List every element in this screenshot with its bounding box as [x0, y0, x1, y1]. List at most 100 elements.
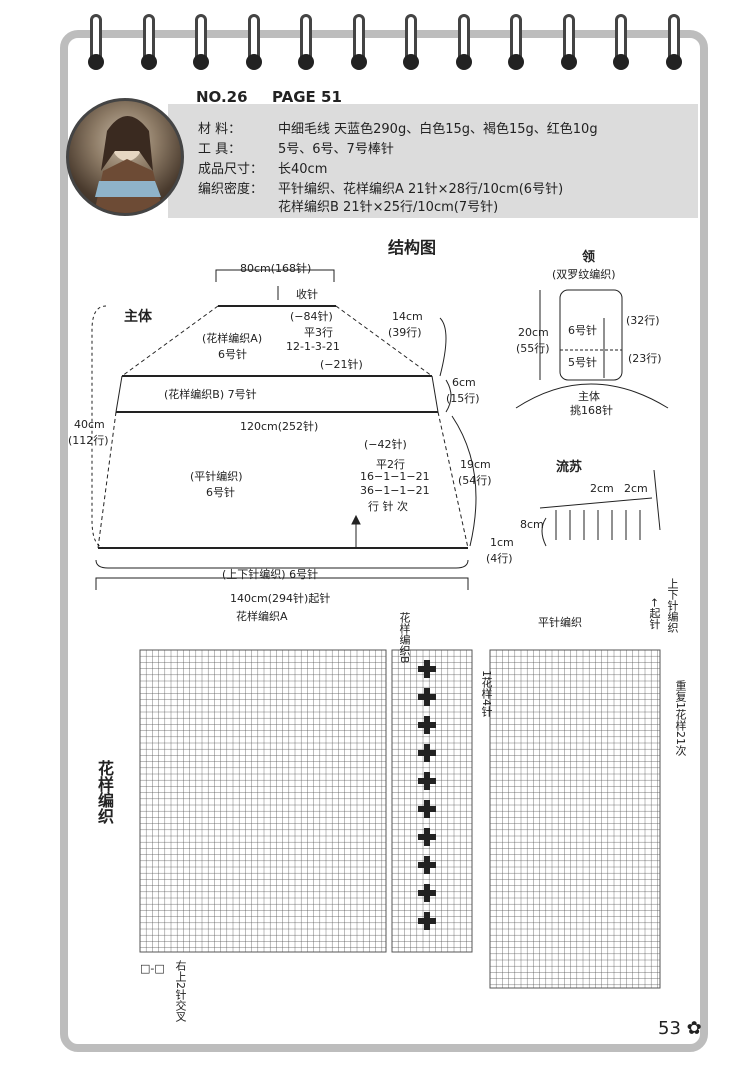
dark-stitch-cell — [424, 912, 430, 918]
chart-plain-label: 平针编织 — [538, 616, 582, 629]
dark-stitch-cell — [430, 666, 436, 672]
dark-stitch-cell — [430, 890, 436, 896]
dark-stitch-cell — [418, 750, 424, 756]
dark-stitch-cell — [418, 694, 424, 700]
row-needle-times-label: 行 针 次 — [368, 500, 408, 513]
pattern-number: NO.26 — [196, 88, 248, 106]
chart-repeat-21-label: 重复1花样21次 — [674, 680, 687, 756]
binding-hole-icon — [508, 54, 524, 70]
info-value: 5号、6号、7号棒针 — [278, 142, 394, 157]
chart-legend-symbol: □-□ — [140, 962, 165, 975]
seq-36-label: 36−1−1−21 — [360, 484, 430, 497]
collar-h55: (55行) — [516, 342, 550, 355]
a-minus84-label: (−84针) — [290, 310, 333, 323]
chart-cast-on-label: ←起针 — [648, 598, 661, 630]
h54-label: (54行) — [458, 474, 492, 487]
dark-stitch-cell — [424, 806, 430, 812]
collar-needle6: 6号针 — [568, 324, 597, 337]
page-number: 53 ✿ — [658, 1018, 702, 1039]
pattern-a-label: (花样编织A) — [202, 332, 263, 345]
dark-stitch-cell — [424, 862, 430, 868]
h15-label: (15行) — [446, 392, 480, 405]
top-width-label: 80cm(168针) — [240, 262, 312, 275]
binding-hole-icon — [613, 54, 629, 70]
chart-section-title: 花样编织 — [95, 760, 114, 824]
dark-stitch-cell — [424, 800, 430, 806]
dark-stitch-cell — [418, 862, 424, 868]
dark-stitch-cell — [424, 918, 430, 924]
info-key: 成品尺寸： — [198, 162, 264, 177]
flower-icon: ✿ — [686, 1018, 702, 1039]
dark-stitch-cell — [430, 862, 436, 868]
binding-hole-icon — [298, 54, 314, 70]
dark-stitch-cell — [424, 840, 430, 846]
chart-pattern-a-label: 花样编织A — [236, 610, 288, 623]
info-value: 花样编织B 21针×25行/10cm(7号针) — [278, 200, 499, 215]
plain-label: (平针编织) — [190, 470, 243, 483]
fringe-w2b: 2cm — [624, 482, 648, 495]
dark-stitch-cell — [424, 896, 430, 902]
dark-stitch-cell — [424, 728, 430, 734]
dark-stitch-cell — [424, 890, 430, 896]
dark-stitch-cell — [424, 856, 430, 862]
flat2-label: 平2行 — [376, 458, 405, 471]
info-tools: 工 具： 5号、6号、7号棒针 — [198, 138, 394, 157]
dark-stitch-cell — [424, 772, 430, 778]
page-number-text: 53 — [658, 1018, 681, 1039]
dark-stitch-cell — [418, 778, 424, 784]
info-key: 工 具： — [198, 142, 242, 157]
rib-label: (上下针编织) 6号针 — [222, 568, 319, 581]
binding-hole-icon — [193, 54, 209, 70]
dark-stitch-cell — [418, 918, 424, 924]
dark-stitch-cell — [430, 918, 436, 924]
dark-stitch-cell — [418, 722, 424, 728]
dark-stitch-cell — [418, 806, 424, 812]
seq-16-label: 16−1−1−21 — [360, 470, 430, 483]
needle6a-label: 6号针 — [218, 348, 247, 361]
dark-stitch-cell — [430, 750, 436, 756]
info-materials: 材 料： 中细毛线 天蓝色290g、白色15g、褐色15g、红色10g — [198, 118, 598, 137]
page-frame — [60, 30, 708, 1052]
h19cm-label: 19cm — [460, 458, 491, 471]
dark-stitch-cell — [424, 700, 430, 706]
binding-hole-icon — [403, 54, 419, 70]
binding-hole-icon — [560, 54, 577, 70]
dark-stitch-cell — [424, 666, 430, 672]
h4-label: (4行) — [486, 552, 513, 565]
dark-stitch-cell — [424, 868, 430, 874]
structure-title: 结构图 — [388, 238, 437, 257]
decrease-label: 收针 — [296, 288, 318, 301]
info-value: 平针编织、花样编织A 21针×28行/10cm(6号针) — [278, 182, 564, 197]
collar-r32: (32行) — [626, 314, 660, 327]
dark-stitch-cell — [424, 778, 430, 784]
dark-stitch-cell — [418, 666, 424, 672]
dark-stitch-cell — [424, 744, 430, 750]
dark-stitch-cell — [424, 688, 430, 694]
dark-stitch-cell — [424, 722, 430, 728]
stitch-chart-grid — [139, 649, 661, 989]
dark-stitch-cell — [424, 716, 430, 722]
needle6b-label: 6号针 — [206, 486, 235, 499]
h6cm-label: 6cm — [452, 376, 476, 389]
dark-stitch-cell — [424, 784, 430, 790]
info-key: 编织密度： — [198, 182, 264, 197]
info-value: 中细毛线 天蓝色290g、白色15g、褐色15g、红色10g — [278, 122, 598, 137]
w140-label: 140cm(294针)起针 — [230, 592, 331, 605]
collar-needle5: 5号针 — [568, 356, 597, 369]
dark-stitch-cell — [430, 778, 436, 784]
binding-hole-icon — [88, 54, 104, 70]
info-size: 成品尺寸：长40cm — [198, 158, 327, 177]
page-reference: PAGE 51 — [272, 88, 342, 106]
dark-stitch-cell — [418, 890, 424, 896]
info-key: 材 料： — [198, 122, 242, 137]
w120-label: 120cm(252针) — [240, 420, 319, 433]
dark-stitch-cell — [424, 884, 430, 890]
main-body-label: 主体 — [124, 309, 152, 325]
binding-hole-icon — [140, 54, 157, 70]
collar-title: 领 — [582, 250, 596, 265]
dark-stitch-cell — [424, 834, 430, 840]
dark-stitch-cell — [424, 672, 430, 678]
binding-hole-icon — [455, 54, 472, 70]
info-gauge: 编织密度： 平针编织、花样编织A 21针×28行/10cm(6号针) — [198, 178, 563, 197]
collar-r23: (23行) — [628, 352, 662, 365]
